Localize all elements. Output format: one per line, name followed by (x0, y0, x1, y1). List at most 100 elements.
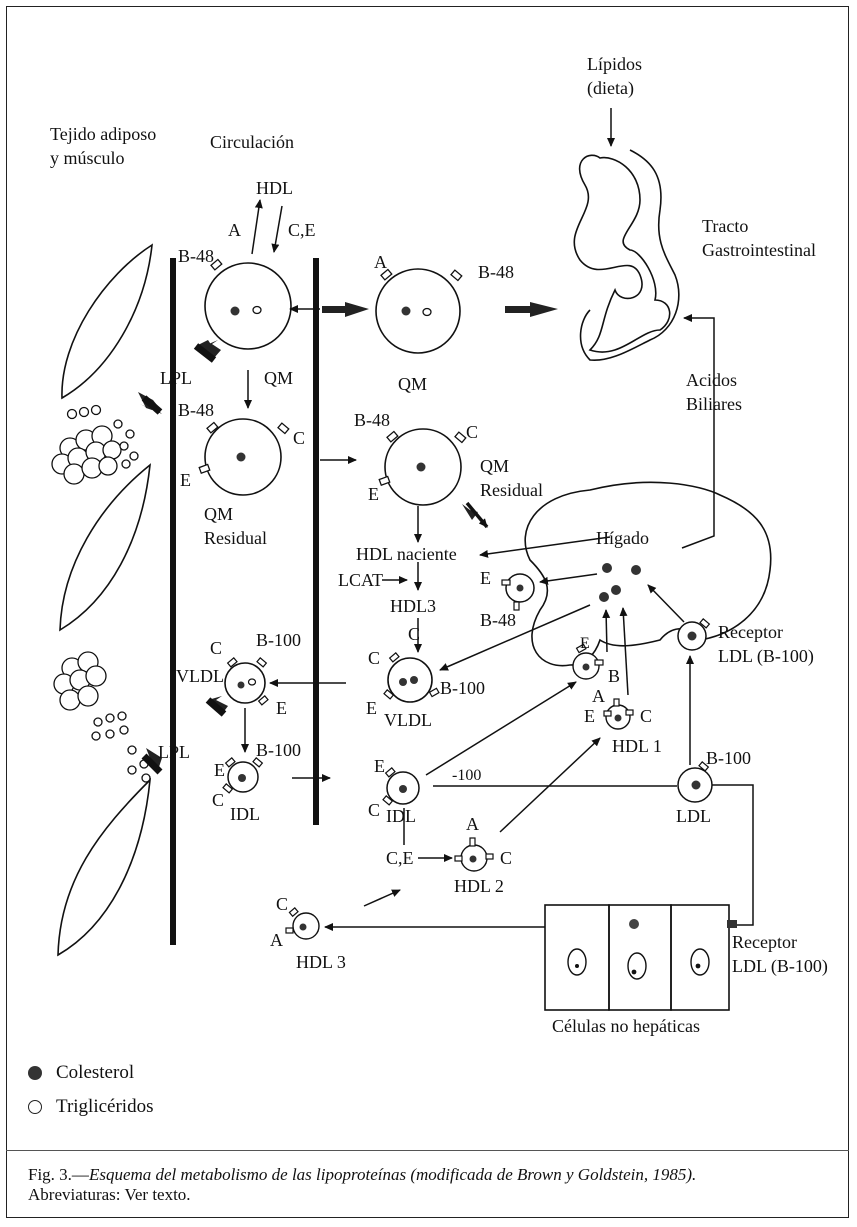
figure-caption: Fig. 3.—Esquema del metabolismo de las l… (28, 1165, 828, 1205)
label-hdl1: HDL 1 (612, 736, 662, 756)
adipocyte-cluster-2 (54, 652, 150, 782)
adipocyte-cluster-1 (52, 406, 138, 485)
label-b100-vldl-left: B-100 (256, 630, 301, 650)
label-hdl-naciente: HDL naciente (356, 544, 457, 564)
label-b48-qm: B-48 (478, 262, 514, 282)
label-qm-res-right-1: QM (480, 456, 509, 476)
label-qm-res-left-2: Residual (204, 528, 267, 548)
hdl3-particle (286, 908, 319, 939)
label-hdl3-mid: HDL3 (390, 596, 436, 616)
label-lcat: LCAT (338, 570, 383, 590)
label-c-hdl1: C (640, 706, 652, 726)
label-circulacion: Circulación (210, 132, 294, 152)
label-a-hdl1: A (592, 686, 605, 706)
label-receptor-2: Receptor (732, 932, 797, 952)
label-c-res-right: C (466, 422, 478, 442)
label-e-idl: E (214, 760, 225, 780)
caption-line-1: Fig. 3.—Esquema del metabolismo de las l… (28, 1165, 828, 1185)
idl-circulation (223, 758, 262, 793)
label-receptor-1b: LDL (B-100) (718, 646, 814, 667)
label-c-vldl-left: C (210, 638, 222, 658)
label-tejido-2: y músculo (50, 148, 125, 168)
vldl-circulation (225, 658, 268, 705)
qm-residual-circulation (199, 419, 289, 495)
label-ce-top: C,E (288, 220, 316, 240)
label-qm-left: QM (264, 368, 293, 388)
liver-cholesterol-1 (602, 563, 612, 573)
label-acidos-1: Acidos (686, 370, 737, 390)
arrows (245, 108, 753, 927)
legend-item-trigliceridos: Triglicéridos (28, 1090, 153, 1124)
label-c-idl: C (212, 790, 224, 810)
caption-title: Esquema del metabolismo de las lipoprote… (89, 1165, 696, 1184)
label-ldl: LDL (676, 806, 711, 826)
label-lpl-2: LPL (158, 742, 190, 762)
qm-circulation (205, 259, 291, 349)
label-tracto-1: Tracto (702, 216, 748, 236)
label-b100-ldl: B-100 (706, 748, 751, 768)
label-e-res-right: E (368, 484, 379, 504)
label-e-res-left: E (180, 470, 191, 490)
caption-line-2: Abreviaturas: Ver texto. (28, 1185, 828, 1205)
filled-circle-icon (28, 1066, 42, 1080)
muscle-fiber-2 (60, 465, 150, 630)
label-c-res-left: C (293, 428, 305, 448)
label-a-hdl3: A (270, 930, 283, 950)
label-e-hdl1: E (584, 706, 595, 726)
label-c-vldl-mid: C (368, 648, 380, 668)
label-a-top: A (228, 220, 241, 240)
vldl-hepatic (384, 653, 439, 702)
non-hepatic-cells (545, 905, 737, 1010)
label-b48-res-right: B-48 (354, 410, 390, 430)
label-vldl-left: VLDL (176, 666, 224, 686)
legend: Colesterol Triglicéridos (28, 1056, 153, 1124)
liver-ldl-receptor (678, 619, 709, 650)
label-qm-res-left-1: QM (204, 504, 233, 524)
label-e-vldl-left: E (276, 698, 287, 718)
label-e-hep: E (580, 635, 590, 652)
label-idl-mid: IDL (386, 806, 416, 826)
open-circle-icon (28, 1100, 42, 1114)
liver-cholesterol-4 (599, 592, 609, 602)
muscle-fiber-1 (62, 245, 152, 398)
label-a-hdl2: A (466, 814, 479, 834)
label-receptor-2b: LDL (B-100) (732, 956, 828, 977)
label-c-hdl3: C (276, 894, 288, 914)
label-celulas: Células no hepáticas (552, 1016, 700, 1036)
label-hdl3-bottom: HDL 3 (296, 952, 346, 972)
label-qm-right: QM (398, 374, 427, 394)
label-ce-hdl2: C,E (386, 848, 414, 868)
label-vldl-mid: VLDL (384, 710, 432, 730)
label-e-b48: E (480, 568, 491, 588)
muscle-fiber-3 (58, 780, 150, 955)
legend-label-colesterol: Colesterol (56, 1062, 134, 1084)
label-lipidos: Lípidos (587, 54, 642, 74)
qm-residual-liver-bound (379, 429, 466, 505)
label-higado: Hígado (596, 528, 649, 548)
caption-prefix: Fig. 3.— (28, 1165, 89, 1184)
label-e-idl-mid: E (374, 756, 385, 776)
label-receptor-1: Receptor (718, 622, 783, 642)
gi-tract-outer (581, 150, 679, 360)
label-minus100: -100 (452, 767, 481, 784)
label-b48-circ: B-48 (178, 246, 214, 266)
label-tracto-2: Gastrointestinal (702, 240, 816, 260)
label-a-qm: A (374, 252, 387, 272)
label-dieta: (dieta) (587, 78, 634, 99)
block-arrows (138, 302, 558, 770)
liver-cholesterol-3 (611, 585, 621, 595)
label-e-vldl-mid: E (366, 698, 377, 718)
label-b48-small: B-48 (480, 610, 516, 630)
hdl2-particle (455, 838, 493, 871)
label-qm-res-right-2: Residual (480, 480, 543, 500)
label-acidos-2: Biliares (686, 394, 742, 414)
label-idl-left: IDL (230, 804, 260, 824)
legend-item-colesterol: Colesterol (28, 1056, 153, 1090)
label-tejido-1: Tejido adiposo (50, 124, 156, 144)
legend-label-trigliceridos: Triglicéridos (56, 1096, 153, 1118)
qm-intestinal (376, 269, 462, 353)
hdl1-particle (604, 699, 633, 729)
label-lpl-1: LPL (160, 368, 192, 388)
label-c-hdl2: C (500, 848, 512, 868)
